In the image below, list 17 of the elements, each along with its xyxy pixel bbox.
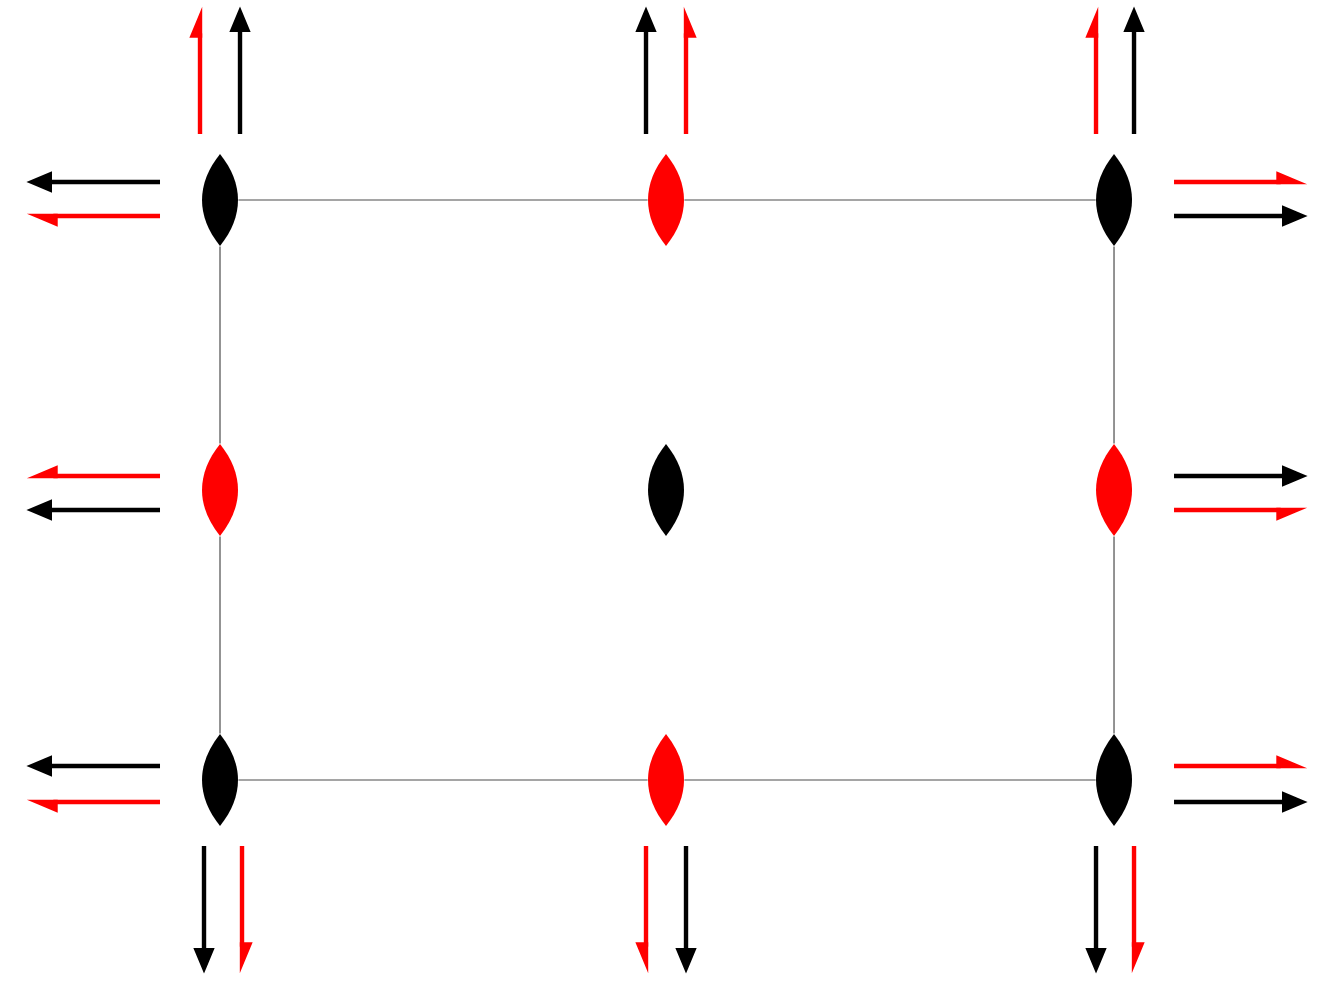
lens-shape	[648, 154, 684, 246]
lens-shape	[202, 444, 238, 536]
connector-line	[1113, 245, 1115, 445]
lens-shape	[1096, 154, 1132, 246]
connector-line	[683, 199, 1097, 201]
connector-line	[219, 535, 221, 735]
connector-line	[683, 779, 1097, 781]
connector-line	[237, 199, 649, 201]
lens-shape	[1096, 444, 1132, 536]
lens-shape	[202, 154, 238, 246]
lens-shape	[202, 734, 238, 826]
lens-shape	[648, 444, 684, 536]
lens-shape	[1096, 734, 1132, 826]
connector-line	[237, 779, 649, 781]
connector-line	[219, 245, 221, 445]
connector-line	[1113, 535, 1115, 735]
lens-shape	[648, 734, 684, 826]
